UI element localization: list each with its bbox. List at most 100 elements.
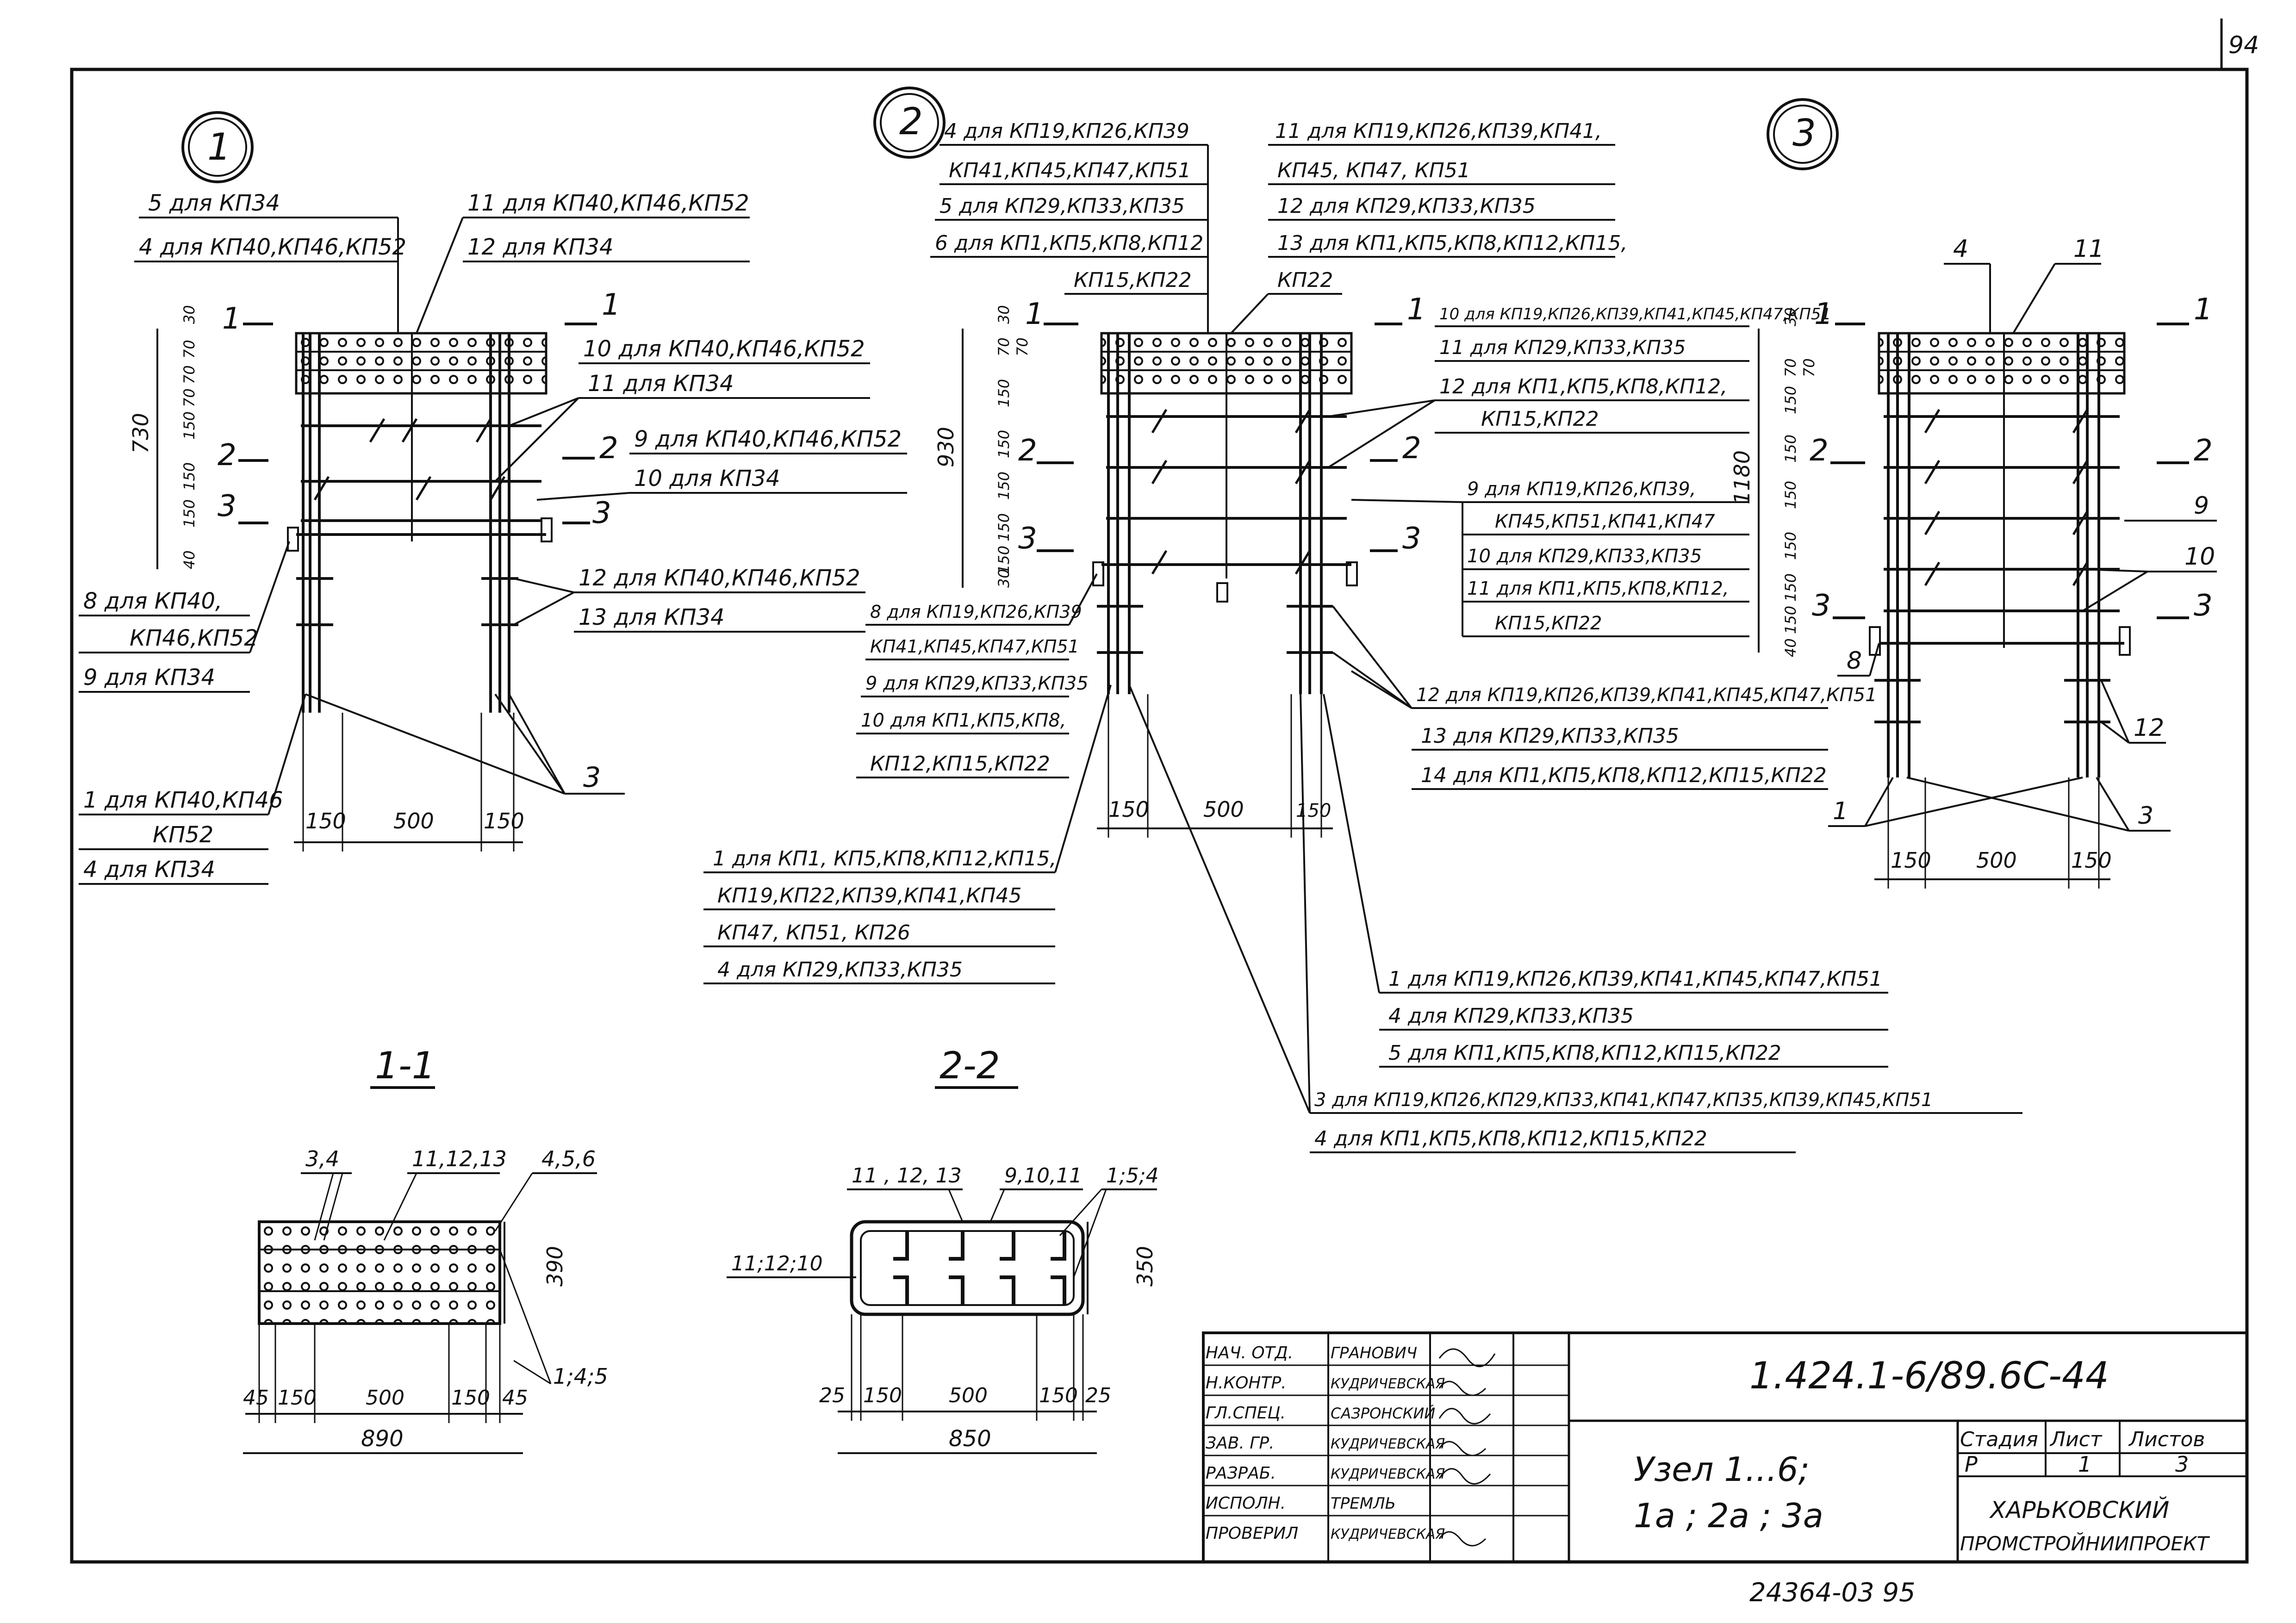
node-3-label-right-2: 12 [2134, 714, 2164, 742]
node-2-label-left-a-3: 10 для КП1,КП5,КП8, [861, 710, 1066, 731]
svg-text:70: 70 [180, 388, 198, 407]
svg-text:150: 150 [995, 546, 1013, 574]
node-2-label-above-0: 4 для КП19,КП26,КП39 [944, 119, 1189, 143]
sheet-title-line-2: 1а ; 2а ; 3а [1634, 1496, 1823, 1535]
node-2-label-right-c-0: 12 для КП19,КП26,КП39,КП41,КП45,КП47,КП5… [1416, 684, 1877, 706]
node-2-label-above-4: КП15,КП22 [1074, 268, 1192, 292]
node-2-label-left-b-2: КП47, КП51, КП26 [717, 921, 910, 945]
svg-text:3: 3 [1018, 522, 1037, 556]
node-3-height-dim: 1180 [1730, 450, 1755, 504]
svg-text:1: 1 [602, 288, 621, 322]
node-1-dim-150-left: 150 [305, 808, 346, 833]
node-2-label-right-b-1: КП45,КП51,КП41,КП47 [1495, 511, 1715, 532]
node-3-label-left-2: 3 [2138, 802, 2153, 830]
archive-number: 24364-03 95 [1749, 1578, 1916, 1608]
node-3-label-top-1: 11 [2073, 235, 2104, 263]
svg-text:25: 25 [819, 1384, 845, 1407]
svg-text:150: 150 [995, 513, 1013, 541]
svg-text:КУДРИЧЕВСКАЯ: КУДРИЧЕВСКАЯ [1331, 1436, 1445, 1452]
section-1-1-total-dim: 890 [361, 1426, 404, 1452]
svg-text:2: 2 [1018, 434, 1037, 468]
node-1-label-above-0: 5 для КП34 [148, 190, 280, 216]
section-1-1-height-dim: 390 [542, 1246, 567, 1287]
node-2-label-above-right-3: 13 для КП1,КП5,КП8,КП12,КП15, [1277, 231, 1628, 255]
node-2-section-marks: 1 1 2 2 3 3 [1018, 292, 1426, 556]
node-1-label-above-right-0: 11 для КП40,КП46,КП52 [467, 190, 749, 216]
section-1-1-label-0: 3,4 [305, 1146, 339, 1171]
organization-line-2: ПРОМСТРОЙНИИПРОЕКТ [1960, 1532, 2210, 1555]
node-1-marker [181, 111, 254, 183]
node-1-number: 1 [207, 125, 231, 168]
svg-text:ГРАНОВИЧ: ГРАНОВИЧ [1331, 1344, 1417, 1362]
svg-text:40: 40 [180, 550, 198, 569]
svg-text:2: 2 [2194, 434, 2213, 468]
svg-text:1: 1 [2194, 292, 2213, 327]
svg-text:150: 150 [995, 430, 1013, 458]
svg-text:150: 150 [180, 462, 198, 491]
node-2-label-right-a-2: 12 для КП1,КП5,КП8,КП12, [1439, 375, 1727, 398]
title-block-signatures [1438, 1348, 1496, 1547]
title-block: НАЧ. ОТД. Н.КОНТР. ГЛ.СПЕЦ. ЗАВ. ГР. РАЗ… [1202, 1331, 2248, 1563]
svg-text:ИСПОЛН.: ИСПОЛН. [1206, 1494, 1286, 1513]
node-3-number: 3 [1792, 112, 1816, 155]
node-2-label-right-c-1: 13 для КП29,КП33,КП35 [1421, 724, 1679, 748]
svg-text:45: 45 [243, 1386, 269, 1410]
node-2-dim-150-right: 150 [1296, 800, 1331, 821]
node-2-label-left-b-0: 1 для КП1, КП5,КП8,КП12,КП15, [713, 847, 1056, 871]
node-1-dim-150-right: 150 [484, 808, 524, 833]
svg-text:1: 1 [1814, 297, 1833, 331]
node-2-label-above-right-4: КП22 [1277, 268, 1333, 292]
section-2-2-title: 2-2 [940, 1044, 1000, 1087]
node-1-label-left-a-1: КП46,КП52 [130, 625, 258, 651]
node-2-label-right-b-0: 9 для КП19,КП26,КП39, [1467, 479, 1696, 500]
node-3-dim-150-right: 150 [2071, 848, 2112, 873]
stage-header: Стадия [1960, 1428, 2038, 1451]
svg-text:150: 150 [451, 1386, 490, 1410]
node-2-label-above-3: 6 для КП1,КП5,КП8,КП12 [935, 231, 1203, 255]
node-2-label-bottom-a-1: 4 для КП29,КП33,КП35 [1388, 1004, 1634, 1028]
svg-text:45: 45 [502, 1386, 528, 1410]
organization-line-1: ХАРЬКОВСКИЙ [1989, 1496, 2169, 1524]
node-1-label-right-a-1: 11 для КП34 [588, 371, 734, 397]
section-2-2-outline [850, 1220, 1085, 1316]
node-2-label-bottom-a-2: 5 для КП1,КП5,КП8,КП12,КП15,КП22 [1388, 1041, 1781, 1065]
node-2-label-right-a-1: 11 для КП29,КП33,КП35 [1439, 336, 1686, 359]
section-1-1-outline [258, 1220, 501, 1325]
node-2-label-above-right-2: 12 для КП29,КП33,КП35 [1277, 194, 1536, 218]
node-1-label-right-c-0: 12 для КП40,КП46,КП52 [579, 565, 860, 591]
svg-text:1: 1 [1025, 297, 1044, 331]
svg-text:150: 150 [1782, 481, 1799, 509]
svg-text:150: 150 [995, 472, 1013, 500]
node-1-label-right-a-0: 10 для КП40,КП46,КП52 [583, 336, 865, 362]
section-2-2-label-1: 9,10,11 [1004, 1164, 1082, 1188]
svg-text:500: 500 [366, 1386, 404, 1410]
svg-text:3: 3 [1812, 589, 1831, 623]
svg-text:КУДРИЧЕВСКАЯ: КУДРИЧЕВСКАЯ [1331, 1526, 1445, 1542]
svg-text:1: 1 [1407, 292, 1426, 327]
svg-text:ГЛ.СПЕЦ.: ГЛ.СПЕЦ. [1206, 1404, 1286, 1423]
node-1-label-left-b-1: КП52 [153, 822, 213, 848]
node-2-label-right-b-3: 11 для КП1,КП5,КП8,КП12, [1467, 578, 1729, 599]
stage-value: Р [1965, 1452, 1978, 1477]
node-3-label-right-1: 10 [2184, 543, 2215, 571]
node-1-label-left-b-2: 4 для КП34 [83, 857, 215, 883]
node-1-height-dim: 730 [128, 413, 153, 454]
svg-text:70: 70 [180, 365, 198, 384]
svg-text:150: 150 [1782, 435, 1799, 463]
node-1-label-right-b-1: 10 для КП34 [634, 466, 780, 491]
svg-text:30: 30 [995, 569, 1013, 588]
svg-text:150: 150 [180, 411, 198, 440]
node-2-label-left-a-2: 9 для КП29,КП33,КП35 [865, 673, 1089, 694]
node-2-label-left-a-4: КП12,КП15,КП22 [870, 752, 1050, 776]
node-1-label-left-a-2: 9 для КП34 [83, 665, 215, 690]
svg-text:30: 30 [995, 305, 1013, 324]
node-2-vertical-dims: 30 70 70 150 150 150 150 150 30 [995, 305, 1031, 588]
svg-text:150: 150 [1782, 532, 1799, 560]
node-2-marker [873, 87, 946, 159]
node-2-label-right-a-3: КП15,КП22 [1481, 407, 1599, 431]
page-number: 94 [2228, 31, 2259, 59]
svg-text:70: 70 [180, 340, 198, 359]
section-2-2-height-dim: 350 [1132, 1246, 1157, 1287]
svg-text:150: 150 [1782, 606, 1799, 634]
section-2-2-side-label: 11;12;10 [731, 1252, 823, 1275]
